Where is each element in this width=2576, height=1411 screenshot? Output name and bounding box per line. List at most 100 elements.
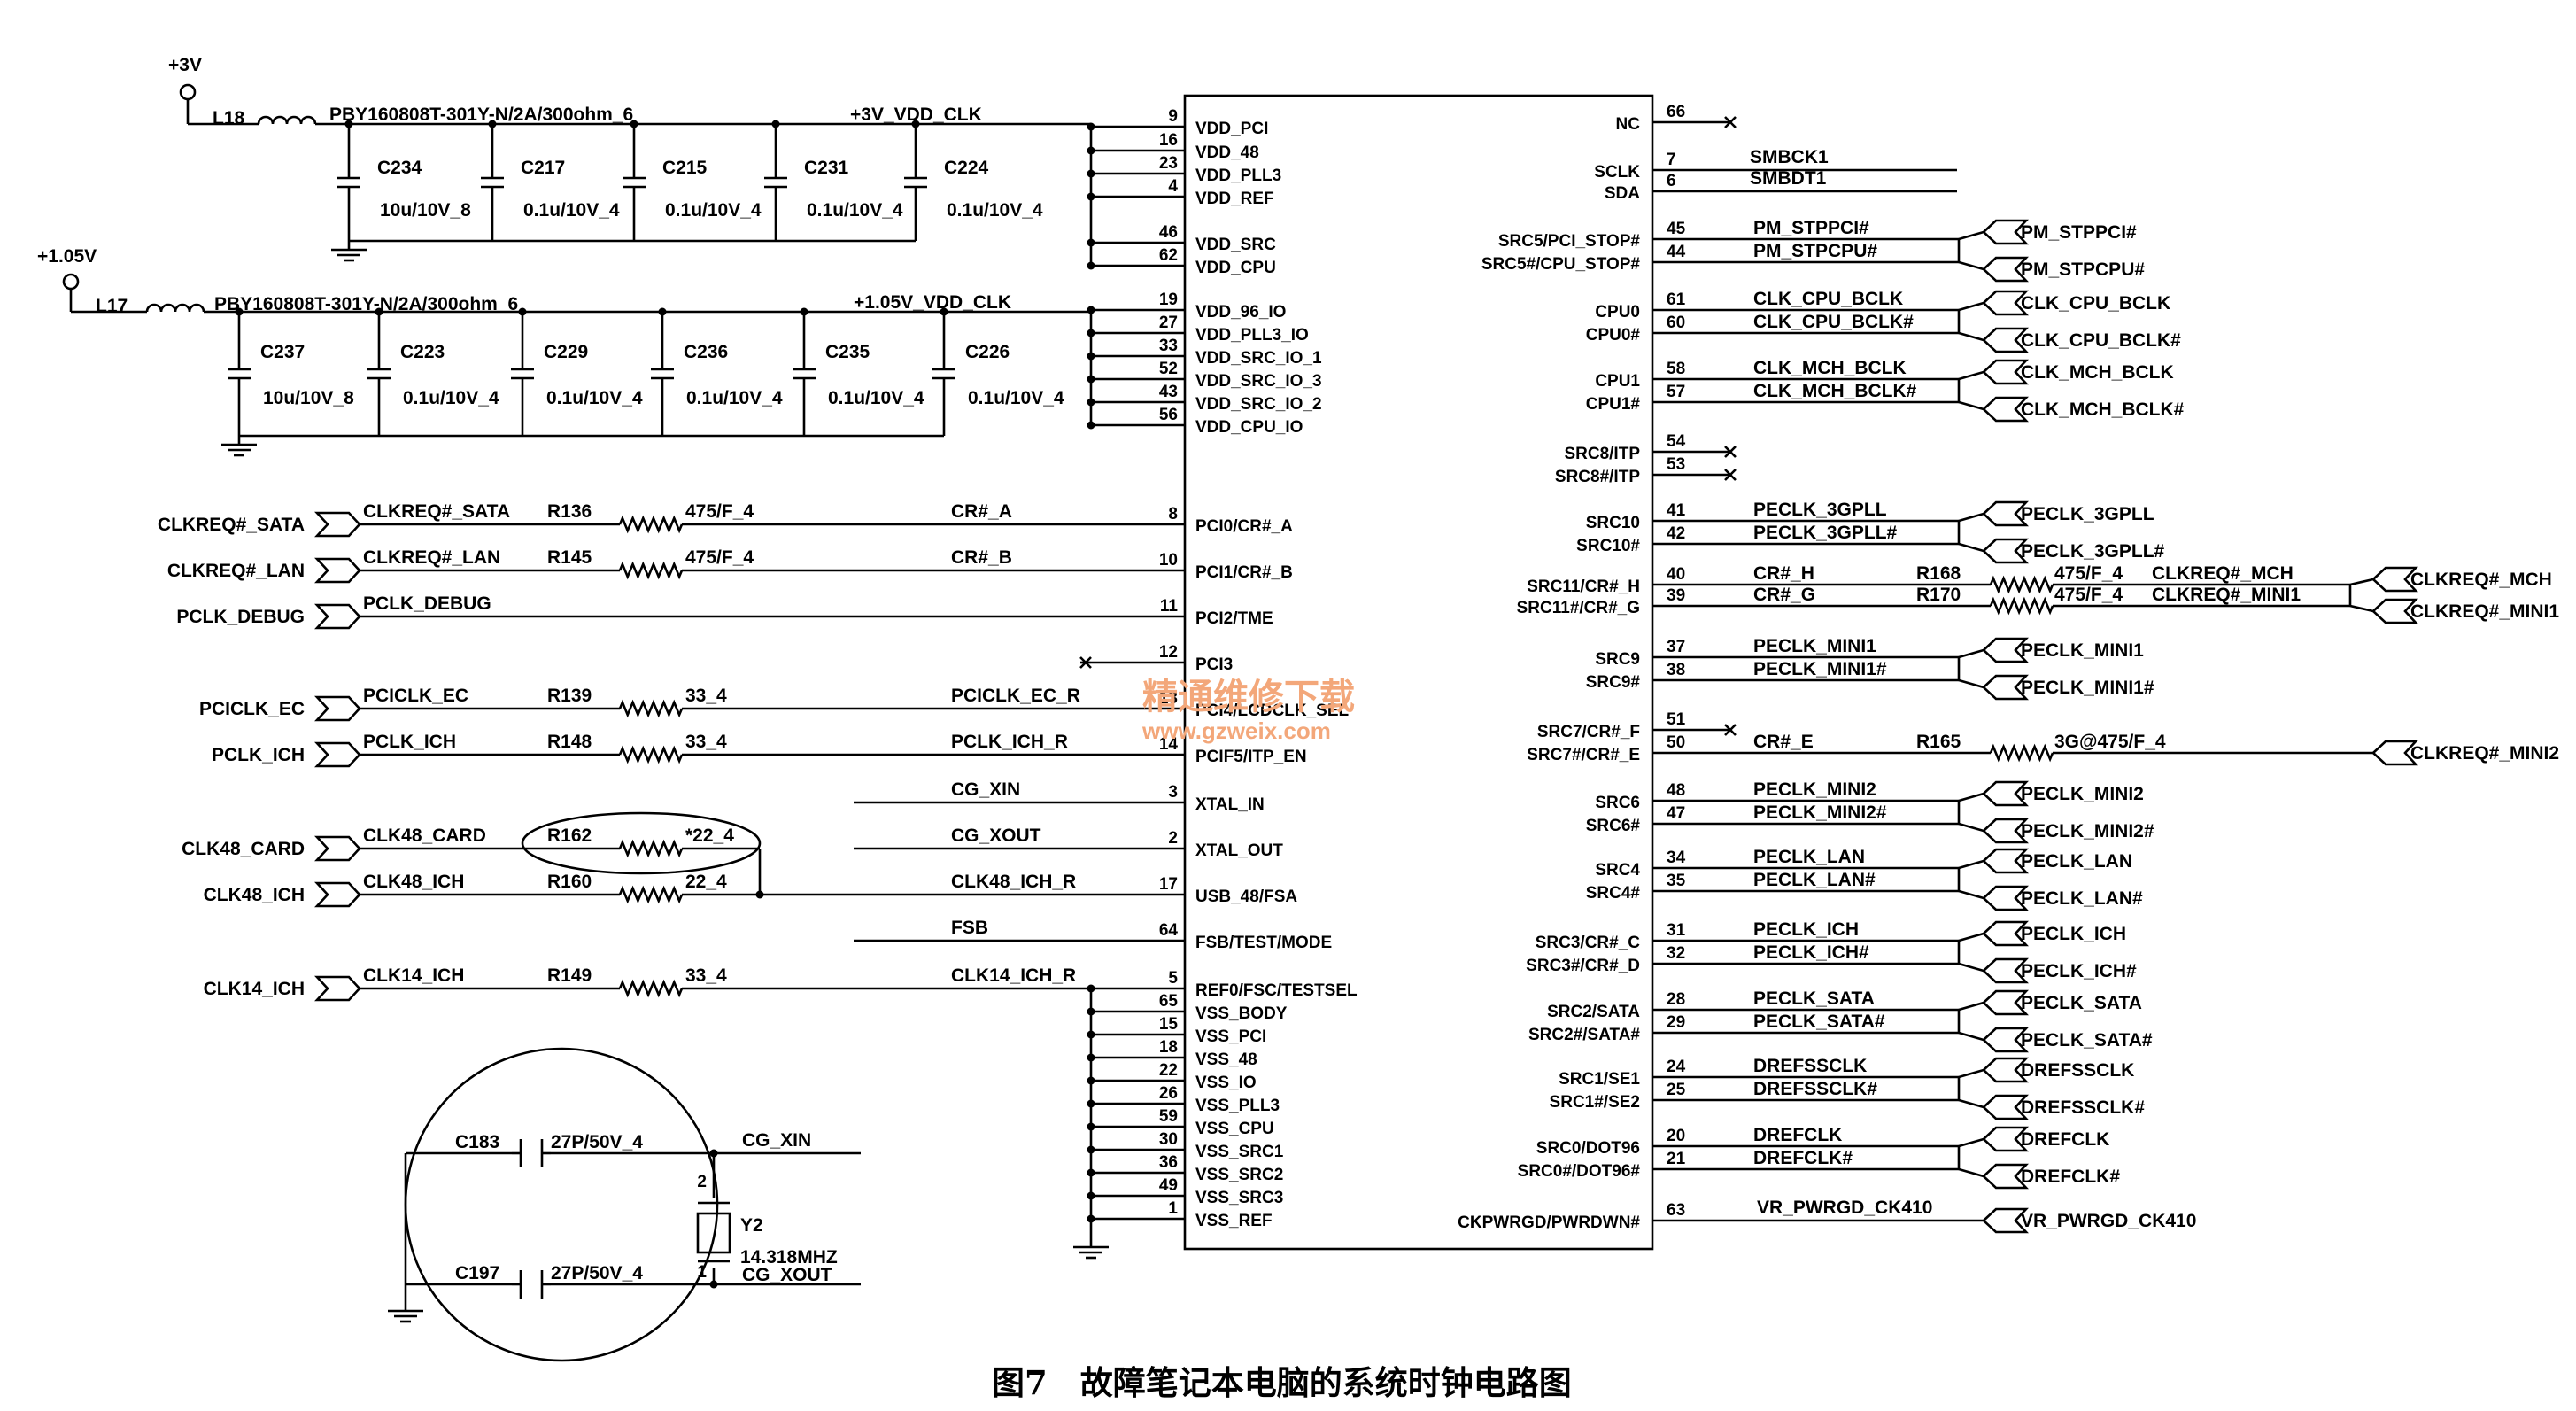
right-pin-name: SRC5#/CPU_STOP# (1481, 255, 1641, 274)
left-pin-name: XTAL_IN (1195, 795, 1265, 814)
junction-dot (1087, 1191, 1095, 1200)
port-symbol (2371, 598, 2418, 624)
left-port: CLKREQ#_LAN (167, 561, 305, 581)
left-pin-number: 62 (1159, 246, 1178, 265)
right-port: DREFCLK (2021, 1129, 2109, 1150)
right-port: CLK_MCH_BCLK (2021, 362, 2174, 383)
resistor-symbol (618, 979, 684, 998)
watermark-url: www.gzweix.com (1141, 717, 1331, 744)
right-pin-number: 21 (1667, 1150, 1686, 1168)
resistor-out-net: PCLK_ICH_R (951, 732, 1068, 752)
wire (1958, 792, 1984, 802)
wire (1958, 260, 1984, 271)
wire (2349, 578, 2374, 586)
inductor-symbol (145, 303, 205, 313)
right-pin-number: 47 (1667, 804, 1685, 823)
junction-dot (1087, 1145, 1095, 1154)
right-pin-number: 63 (1667, 1201, 1685, 1220)
right-pin-name: SRC5/PCI_STOP# (1498, 232, 1641, 251)
port-symbol (1982, 290, 2029, 316)
port-symbol (314, 975, 361, 1002)
capacitor-ref: C224 (944, 158, 989, 178)
right-net-label: PECLK_MINI1# (1753, 659, 1887, 679)
left-pin-number: 59 (1159, 1107, 1178, 1126)
port-symbol (1982, 848, 2029, 874)
right-pin-number: 29 (1667, 1013, 1685, 1032)
junction-dot (1087, 122, 1095, 131)
left-pin-number: 27 (1159, 314, 1178, 332)
right-port: PECLK_ICH (2021, 924, 2126, 944)
left-pin-number: 10 (1159, 551, 1178, 570)
right-net-label: PECLK_ICH (1753, 919, 1859, 940)
wire (1958, 1167, 1984, 1178)
left-pin-number: 46 (1159, 223, 1178, 242)
right-pin-number: 35 (1667, 872, 1686, 890)
crystal-cap-value: 27P/50V_4 (551, 1132, 643, 1152)
right-net-label: PECLK_SATA# (1753, 1012, 1885, 1032)
resistor-ref: R170 (1916, 585, 1961, 605)
right-pin-name: SCLK (1594, 163, 1640, 182)
cg-xout-label: CG_XOUT (742, 1265, 832, 1285)
left-pin-name: VDD_SRC_IO_2 (1195, 395, 1322, 414)
junction-dot (1087, 984, 1095, 993)
right-pin-name: CKPWRGD/PWRDWN# (1458, 1213, 1640, 1232)
left-pin-name: VDD_CPU (1195, 259, 1276, 277)
inductor-symbol (257, 115, 317, 125)
left-pin-name: VDD_REF (1195, 190, 1274, 208)
port-symbol (314, 557, 361, 584)
junction-dot (1087, 329, 1095, 337)
right-pin-name: SRC7#/CR#_E (1527, 746, 1640, 764)
resistor-value: 475/F_4 (2054, 563, 2123, 584)
crystal-body (696, 1212, 731, 1254)
port-symbol (1982, 1126, 2029, 1152)
left-pin-number: 65 (1159, 992, 1179, 1011)
resistor-ref: R136 (547, 501, 592, 522)
port-symbol (314, 511, 361, 538)
right-pin-name: SRC4 (1595, 861, 1640, 880)
right-pin-number: 57 (1667, 383, 1685, 401)
port-symbol (1982, 957, 2029, 984)
port-symbol (1982, 219, 2029, 245)
left-pin-number: 17 (1159, 875, 1178, 894)
resistor-out-net: CR#_A (951, 501, 1012, 522)
wire (1958, 301, 1984, 312)
wire (1958, 331, 1984, 342)
right-port: CLKREQ#_MINI1 (2410, 601, 2559, 622)
resistor-value: *22_4 (685, 826, 734, 846)
junction-dot (1087, 238, 1095, 247)
right-pin-name: SRC10 (1586, 514, 1640, 532)
left-pin-name: PCI2/TME (1195, 609, 1273, 628)
left-pin-name: VSS_SRC3 (1195, 1189, 1283, 1207)
right-pin-name: SRC3/CR#_C (1536, 934, 1641, 952)
power-net-label: +3V_VDD_CLK (850, 105, 982, 125)
right-pin-number: 31 (1667, 921, 1686, 940)
port-symbol (1982, 818, 2029, 844)
junction-dot (1087, 192, 1095, 201)
right-pin-number: 60 (1667, 314, 1685, 332)
wire (1958, 859, 1984, 870)
left-pin-number: 18 (1159, 1038, 1178, 1057)
left-pin-name: VSS_48 (1195, 1050, 1257, 1069)
right-net-label: PECLK_LAN# (1753, 870, 1876, 890)
left-pin-number: 36 (1159, 1153, 1178, 1172)
left-pin-name: VDD_SRC (1195, 236, 1276, 254)
right-port: PECLK_SATA# (2021, 1030, 2153, 1050)
left-pin-number: 26 (1159, 1084, 1178, 1103)
left-pin-name: PCI1/CR#_B (1195, 563, 1293, 582)
wire (1958, 678, 1984, 689)
wire (1958, 889, 1984, 900)
wire (1958, 1068, 1984, 1079)
wire (1958, 962, 1984, 973)
left-pin-name: PCI4/LCDCLK_SEL (1195, 702, 1350, 720)
port-symbol (314, 603, 361, 630)
left-pin-name: VDD_SRC_IO_1 (1195, 349, 1322, 368)
left-pin-number: 11 (1160, 597, 1179, 616)
resistor-value: 3G@475/F_4 (2054, 732, 2166, 752)
left-pin-name: VSS_IO (1195, 1074, 1257, 1092)
crystal-pin: 1 (697, 1263, 707, 1282)
crystal-pin: 2 (697, 1173, 707, 1191)
right-pin-number: 24 (1667, 1058, 1686, 1076)
cr-out-label: CLKREQ#_MINI1 (2152, 585, 2301, 605)
right-pin-number: 45 (1667, 220, 1686, 238)
resistor-ref: R148 (547, 732, 592, 752)
